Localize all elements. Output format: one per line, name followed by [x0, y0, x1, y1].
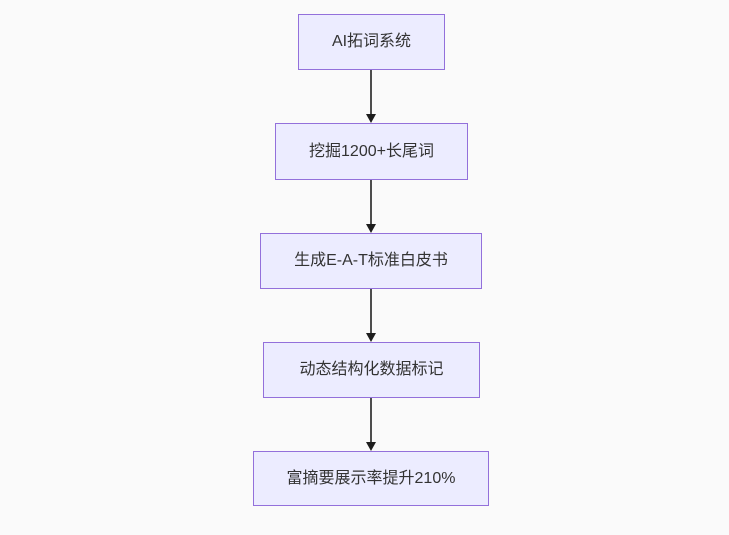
flow-node-generate-eat-whitepaper: 生成E-A-T标准白皮书	[260, 233, 482, 289]
flow-connector-3	[366, 289, 376, 342]
flow-connector-2	[366, 180, 376, 233]
arrow-line	[370, 289, 372, 334]
arrow-line	[370, 70, 372, 115]
flow-node-ai-word-expansion-system: AI拓词系统	[298, 14, 445, 70]
arrow-down-icon	[366, 114, 376, 123]
flow-node-rich-snippet-uplift: 富摘要展示率提升210%	[253, 451, 489, 506]
arrow-line	[370, 180, 372, 225]
node-label: 生成E-A-T标准白皮书	[294, 252, 448, 270]
node-label: AI拓词系统	[331, 33, 412, 51]
flow-connector-4	[366, 398, 376, 451]
arrow-down-icon	[366, 442, 376, 451]
flow-node-mine-longtail-keywords: 挖掘1200+长尾词	[275, 123, 468, 180]
node-label: 动态结构化数据标记	[299, 361, 444, 379]
arrow-line	[370, 398, 372, 443]
arrow-down-icon	[366, 224, 376, 233]
arrow-down-icon	[366, 333, 376, 342]
flow-node-dynamic-structured-data: 动态结构化数据标记	[263, 342, 480, 398]
node-label: 富摘要展示率提升210%	[286, 469, 456, 487]
flow-connector-1	[366, 70, 376, 123]
node-label: 挖掘1200+长尾词	[309, 142, 434, 160]
